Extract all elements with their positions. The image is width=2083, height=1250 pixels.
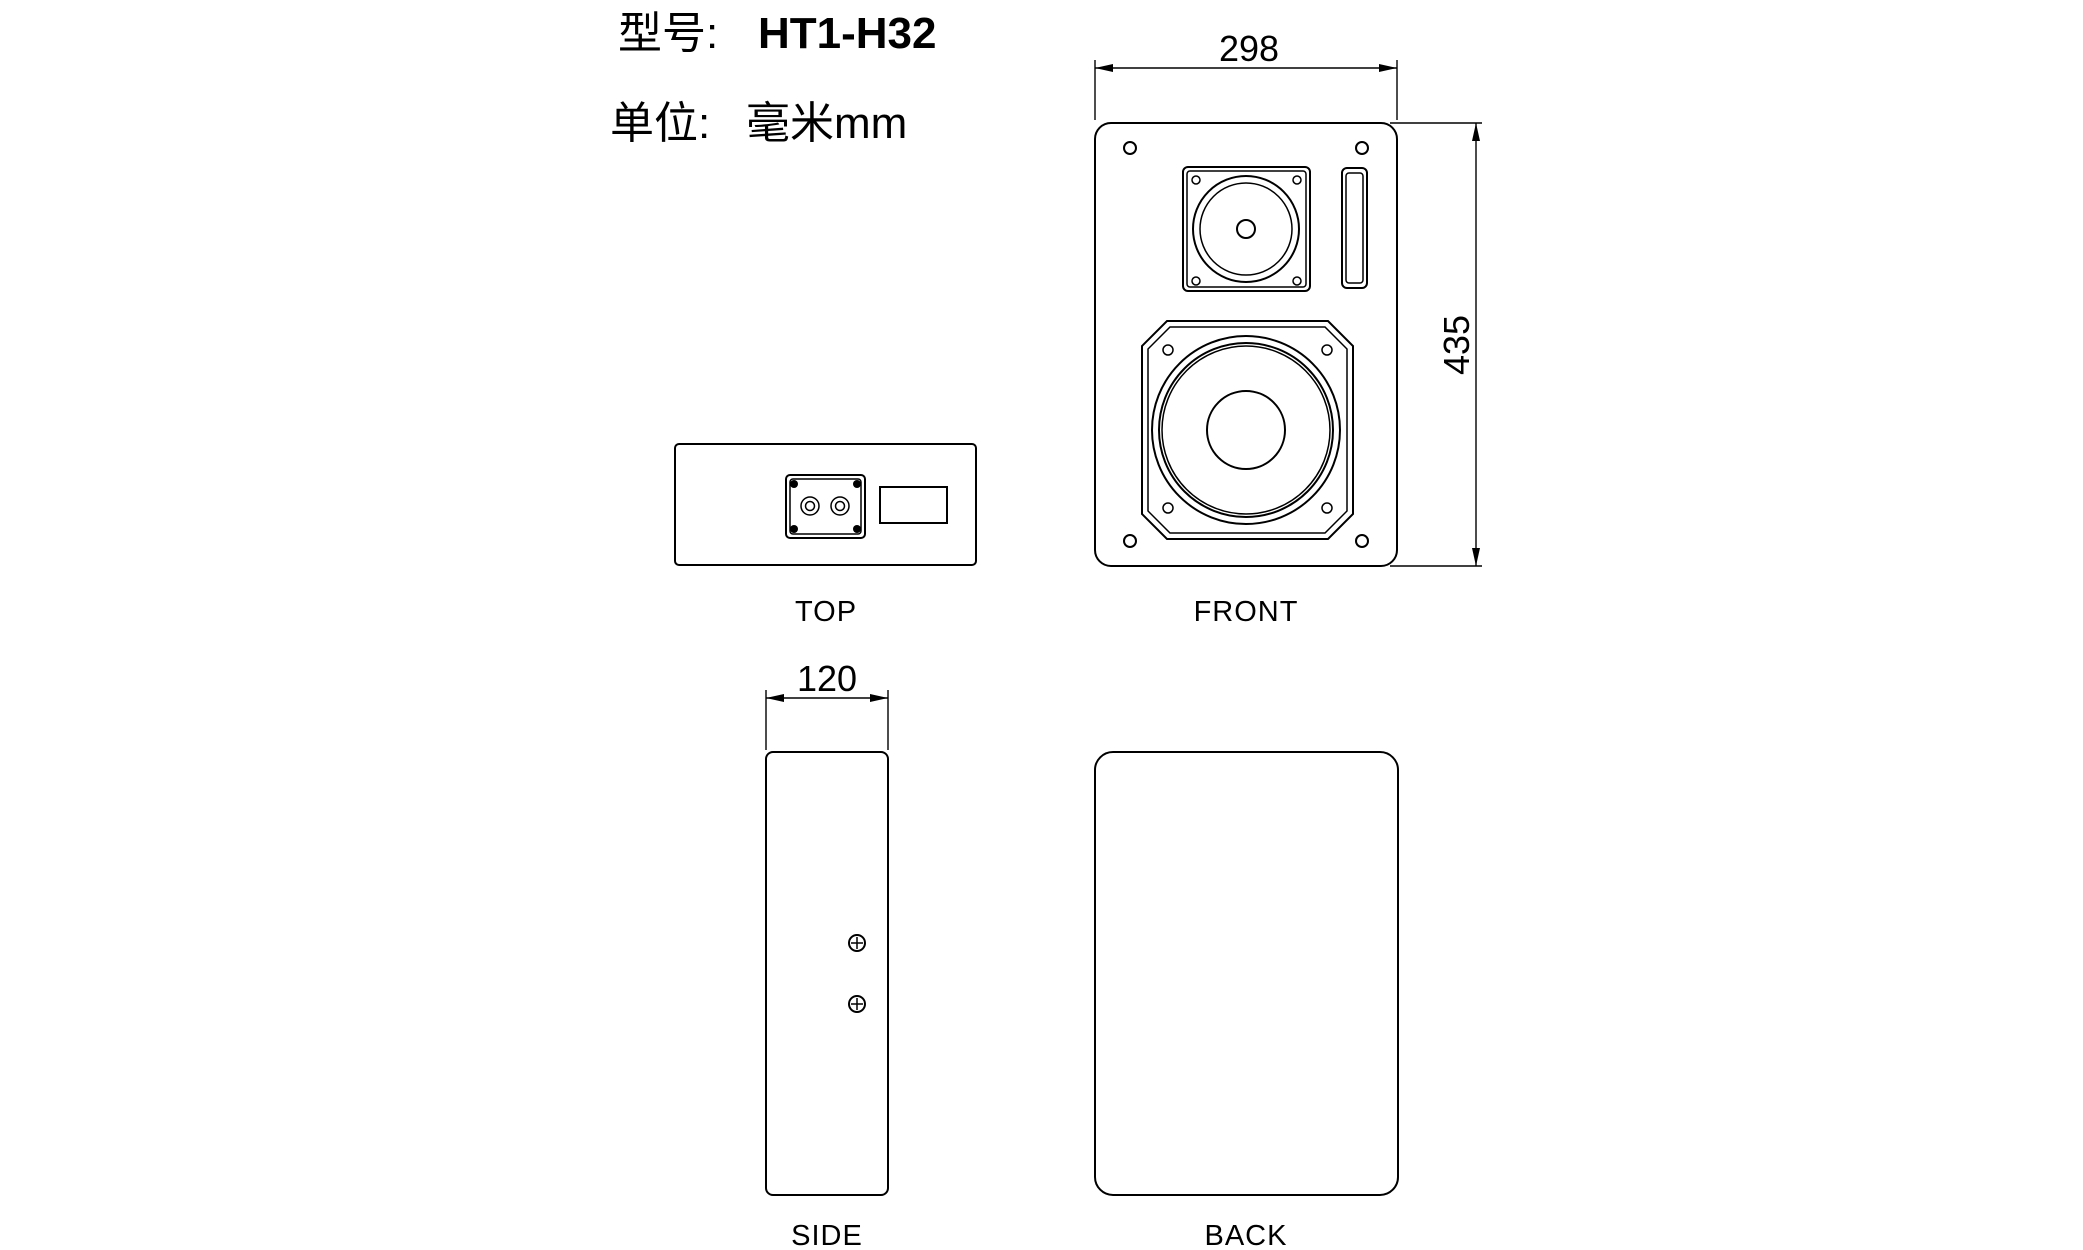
width-dimension: 298 — [1094, 28, 1398, 120]
front-view-label: FRONT — [1194, 596, 1299, 628]
bass-port — [1341, 167, 1368, 289]
screw-icon — [790, 525, 798, 533]
side-view: 120 SIDE — [765, 658, 889, 1250]
woofer — [1141, 320, 1354, 540]
back-view-label: BACK — [1205, 1220, 1288, 1250]
front-view: 298 435 FRONT — [1094, 28, 1482, 628]
side-view-label: SIDE — [791, 1220, 863, 1250]
top-view-label: TOP — [795, 596, 857, 628]
model-label: 型号: — [618, 9, 718, 58]
screw-icon — [790, 480, 798, 488]
woofer-dustcap-icon — [1206, 390, 1286, 470]
corner-screw-icon — [1355, 141, 1369, 155]
unit-label: 单位: — [610, 99, 710, 148]
depth-dimension: 120 — [765, 658, 889, 750]
mounting-screw-icon — [848, 934, 866, 952]
header: 型号: HT1-H32 单位: 毫米mm — [610, 9, 937, 148]
binding-post-icon — [800, 496, 820, 516]
width-value: 298 — [1219, 28, 1279, 69]
terminal-plate — [785, 474, 866, 539]
binding-post-icon — [830, 496, 850, 516]
corner-screw-icon — [1355, 534, 1369, 548]
screw-icon — [853, 525, 861, 533]
side-view-outline — [765, 751, 889, 1196]
back-view-outline — [1094, 751, 1399, 1196]
tweeter-dome-icon — [1236, 219, 1256, 239]
corner-screw-icon — [1123, 141, 1137, 155]
height-dimension: 435 — [1390, 122, 1482, 567]
unit-value: 毫米mm — [746, 99, 907, 148]
top-view: TOP — [674, 443, 977, 628]
back-view: BACK — [1094, 751, 1399, 1250]
label-slot — [879, 486, 948, 524]
tweeter — [1182, 166, 1311, 292]
corner-screw-icon — [1123, 534, 1137, 548]
height-value: 435 — [1436, 315, 1477, 375]
front-baffle-outline — [1094, 122, 1398, 567]
screw-icon — [853, 480, 861, 488]
top-view-outline — [674, 443, 977, 566]
model-value: HT1-H32 — [758, 9, 937, 58]
mounting-screw-icon — [848, 995, 866, 1013]
depth-value: 120 — [797, 658, 857, 699]
